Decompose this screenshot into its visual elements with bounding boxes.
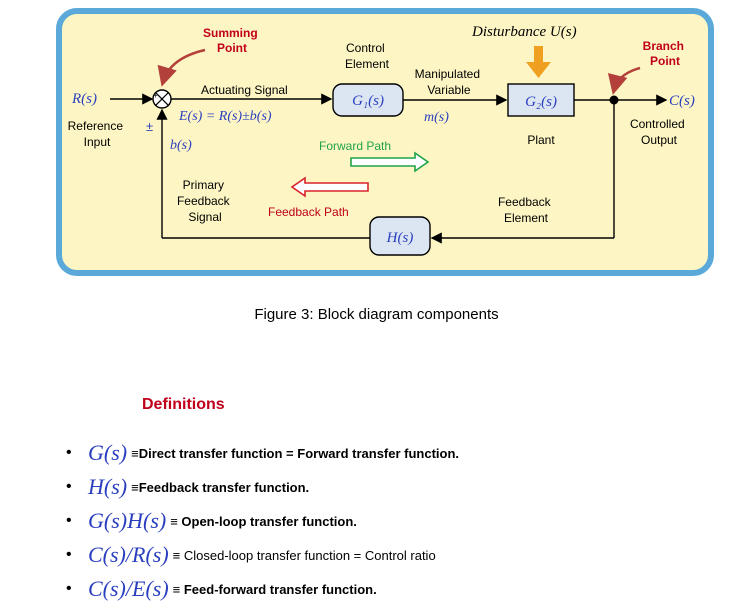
control-element-label: Control Element [345, 41, 390, 71]
m-symbol: m(s) [424, 110, 449, 125]
definition-expression: C(s)/E(s) [88, 576, 169, 601]
g1-block-label: G₁(s) [352, 93, 384, 109]
definitions-list: • G(s) ≡Direct transfer function = Forwa… [66, 436, 459, 606]
definition-expression: G(s) [88, 440, 128, 465]
sum-sign-plus: + [153, 91, 158, 100]
feedback-signal-symbol: b(s) [170, 138, 192, 153]
list-item: • C(s)/E(s) ≡ Feed-forward transfer func… [66, 572, 459, 606]
actuating-signal-label: Actuating Signal [201, 83, 288, 97]
primary-feedback-label: Primary Feedback Signal [177, 178, 233, 224]
h-block-label: H(s) [386, 230, 414, 246]
definition-description: ≡Direct transfer function = Forward tran… [131, 445, 460, 461]
bullet-icon: • [66, 546, 72, 563]
diagram-frame [56, 8, 714, 276]
h-block: H(s) [369, 216, 431, 256]
block-diagram: Summing Point + R(s) Reference Input ± A… [56, 8, 714, 276]
plus-minus-sign: ± [146, 119, 153, 134]
definitions-heading: Definitions [142, 396, 225, 413]
list-item: • G(s) ≡Direct transfer function = Forwa… [66, 436, 459, 470]
summing-point-label: Summing Point [203, 26, 261, 55]
g2-block: G₂(s) [507, 83, 575, 117]
definition-description: ≡ Closed-loop transfer function = Contro… [172, 547, 436, 563]
figure-caption: Figure 3: Block diagram components [254, 306, 499, 323]
bullet-icon: • [66, 444, 72, 461]
branch-point-pointer [607, 66, 641, 95]
g1-block: G₁(s) [332, 83, 404, 117]
bullet-icon: • [66, 580, 72, 597]
bullet-icon: • [66, 478, 72, 495]
branch-point-label: Branch Point [643, 39, 688, 68]
plant-label: Plant [527, 133, 555, 147]
definition-expression: G(s)H(s) [88, 508, 167, 533]
definition-description: ≡ Feed-forward transfer function. [172, 581, 377, 597]
feedback-path-arrow [290, 176, 369, 198]
feedback-path-label: Feedback Path [268, 205, 349, 219]
feedback-element-label: Feedback Element [498, 195, 554, 225]
reference-input-label: Reference Input [68, 119, 127, 149]
definition-description: ≡Feedback transfer function. [131, 479, 310, 495]
list-item: • C(s)/R(s) ≡ Closed-loop transfer funct… [66, 538, 459, 572]
manipulated-variable-label: Manipulated Variable [415, 67, 484, 97]
list-item: • G(s)H(s) ≡ Open-loop transfer function… [66, 504, 459, 538]
summing-junction: + [152, 89, 172, 109]
definition-expression: C(s)/R(s) [88, 542, 169, 567]
definition-expression: H(s) [88, 474, 128, 499]
bullet-icon: • [66, 512, 72, 529]
definition-description: ≡ Open-loop transfer function. [170, 513, 357, 529]
output-symbol: C(s) [669, 93, 695, 109]
input-symbol: R(s) [71, 91, 97, 107]
forward-path-label: Forward Path [319, 139, 391, 153]
g2-block-label: G₂(s) [525, 94, 557, 110]
disturbance-label: Disturbance U(s) [471, 24, 577, 40]
forward-path-arrow [350, 151, 430, 173]
error-equation: E(s) = R(s)±b(s) [178, 109, 272, 124]
list-item: • H(s) ≡Feedback transfer function. [66, 470, 459, 504]
controlled-output-label: Controlled Output [630, 117, 688, 147]
disturbance-arrow [526, 46, 551, 78]
summing-point-pointer [157, 48, 206, 87]
